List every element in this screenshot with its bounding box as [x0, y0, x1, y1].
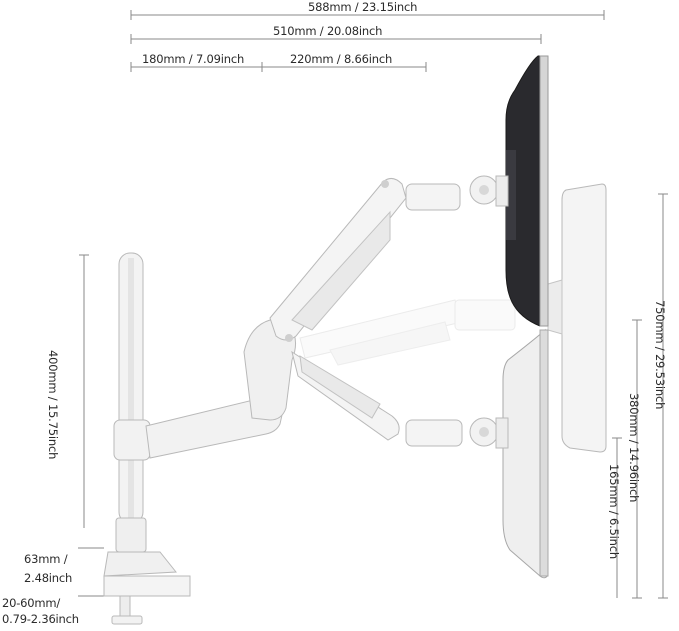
tilt-head-top — [405, 175, 509, 211]
monitor-lower-position — [502, 328, 549, 579]
label-clamp-depth-line1: 63mm / — [24, 552, 68, 566]
label-desk-thickness-line1: 20-60mm/ — [2, 596, 61, 610]
dimension-line-pole-height — [79, 254, 89, 528]
arm-first-segment — [113, 319, 296, 461]
label-clamp-depth-line2: 2.48inch — [24, 571, 73, 585]
dimension-line-total-width — [130, 10, 605, 20]
dimension-line-height-range — [632, 319, 642, 599]
monitor-rear-upper — [547, 183, 607, 453]
label-min-height: 165mm / 6.5inch — [607, 464, 621, 559]
label-height-range: 380mm / 14.96inch — [627, 393, 641, 503]
arm-ghost-middle-position — [299, 299, 516, 366]
label-reach: 510mm / 20.08inch — [273, 24, 383, 38]
label-first-arm: 180mm / 7.09inch — [142, 52, 245, 66]
desk-clamp — [103, 517, 191, 625]
arm-second-segment-top — [269, 178, 407, 342]
label-pole-height: 400mm / 15.75inch — [46, 350, 60, 460]
label-second-arm: 220mm / 8.66inch — [290, 52, 393, 66]
tilt-head-bottom — [405, 417, 509, 449]
arm-second-segment-bottom — [291, 350, 400, 441]
dimension-line-min-height — [612, 437, 622, 598]
label-total-width: 588mm / 23.15inch — [308, 0, 418, 14]
monitor-upper-position — [505, 55, 549, 327]
label-max-height: 750mm / 29.53inch — [653, 300, 667, 410]
dimension-line-reach — [130, 34, 542, 44]
dimension-line-arm-segments — [130, 62, 427, 72]
pole — [118, 252, 144, 524]
dimension-line-max-height — [658, 193, 668, 599]
label-desk-thickness-line2: 0.79-2.36inch — [2, 612, 79, 626]
